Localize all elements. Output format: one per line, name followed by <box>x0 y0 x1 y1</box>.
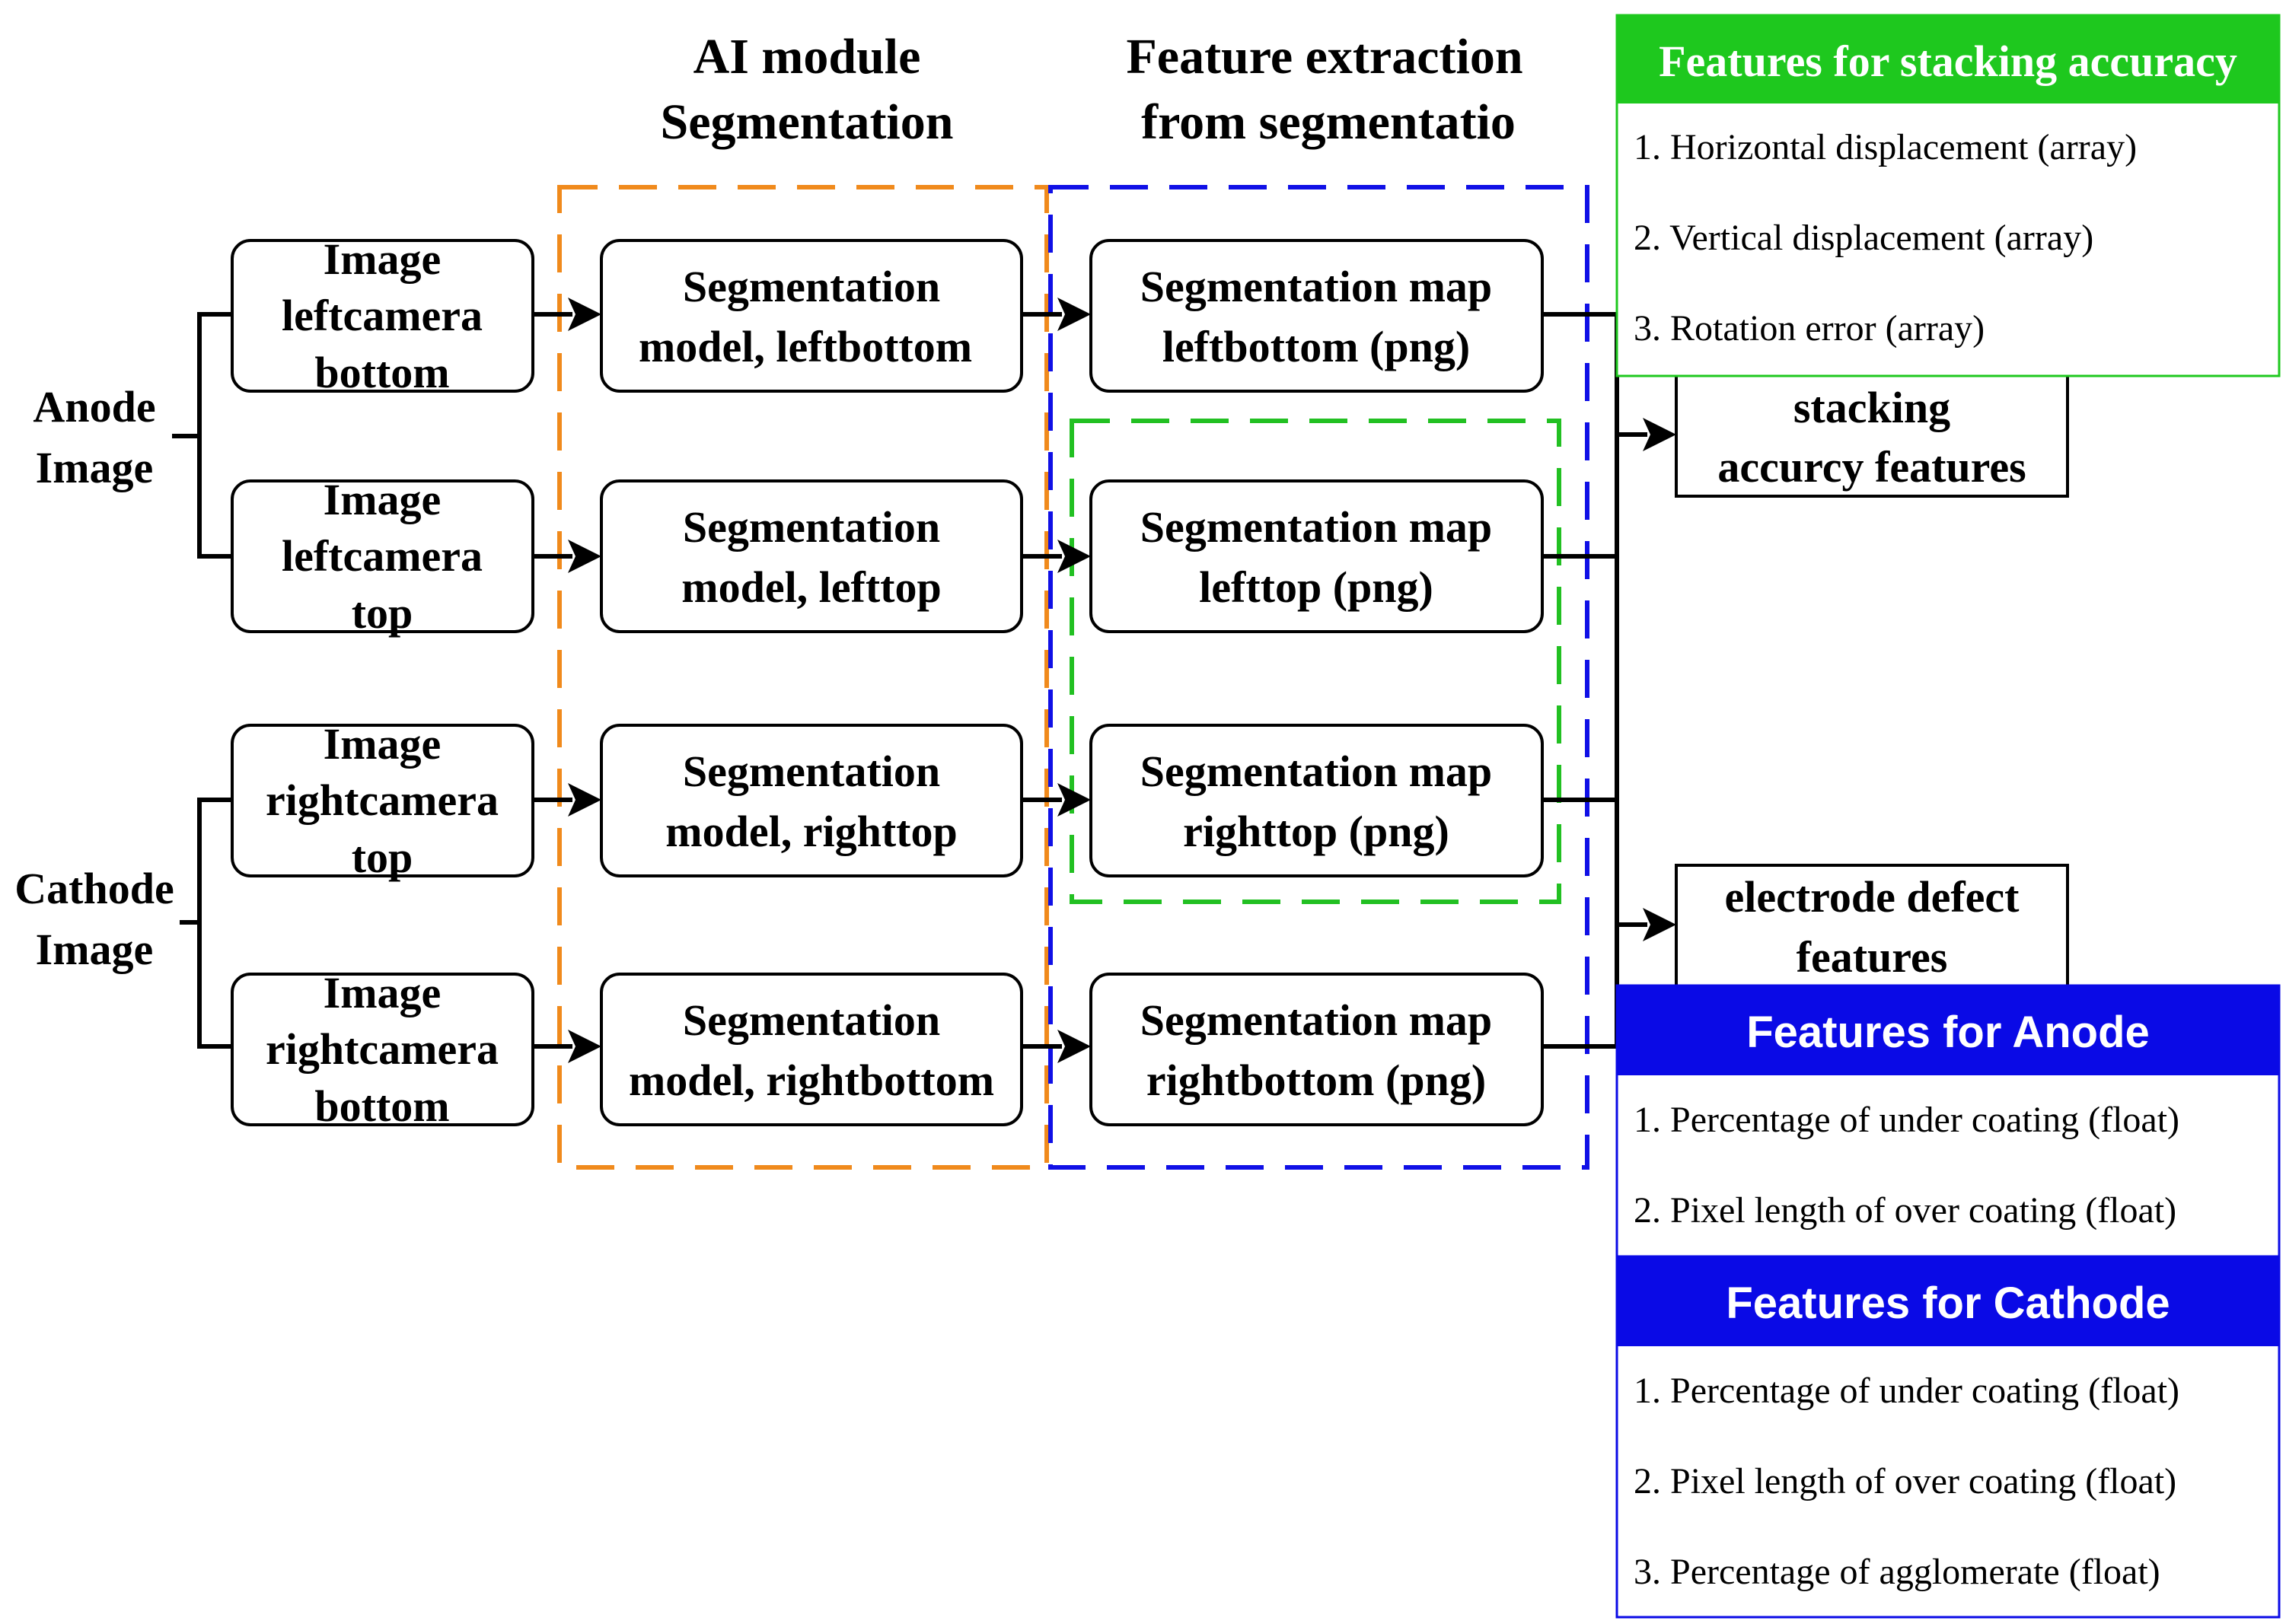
model-box-righttop: Segmentation model, righttop <box>600 724 1023 877</box>
input-box-line1: Image <box>324 234 442 284</box>
anode-table-item: 1. Percentage of under coating (float) <box>1634 1100 2179 1140</box>
cathode-image-label-line1: Cathode <box>14 864 174 913</box>
model-box-line2: model, righttop <box>665 807 957 856</box>
input-box-rightcamera-top: Image rightcamera top <box>231 719 534 882</box>
map-box-line1: Segmentation map <box>1140 502 1492 552</box>
input-box-line3: top <box>352 588 413 638</box>
input-box-line3: bottom <box>314 1081 449 1131</box>
map-box-leftbottom: Segmentation map leftbottom (png) <box>1089 239 1544 393</box>
model-box-rightbottom: Segmentation model, rightbottom <box>600 973 1023 1126</box>
model-box-line1: Segmentation <box>683 747 940 796</box>
input-box-line1: Image <box>324 475 442 524</box>
defect-features-line1: electrode defect <box>1725 872 2020 922</box>
arrow-to-outputs <box>1617 418 1676 941</box>
model-box-line1: Segmentation <box>683 995 940 1045</box>
feature-extraction-title-line1: Feature extraction <box>1126 29 1522 84</box>
cathode-image-label-line2: Image <box>36 925 154 974</box>
cathode-table-item: 1. Percentage of under coating (float) <box>1634 1371 2179 1411</box>
input-box-line2: leftcamera <box>282 531 483 581</box>
feature-extraction-title-line2: from segmentatio <box>1141 94 1516 150</box>
stacking-table-item: 1. Horizontal displacement (array) <box>1634 127 2137 167</box>
model-box-line2: model, leftbottom <box>639 322 972 371</box>
cathode-bracket <box>197 798 232 1049</box>
stacking-accuracy-features-box: stacking accurcy features <box>1675 362 2069 498</box>
anode-features-table: Features for Anode 1. Percentage of unde… <box>1615 984 2281 1258</box>
input-box-line3: top <box>352 833 413 882</box>
map-box-line2: leftbottom (png) <box>1162 322 1470 371</box>
map-box-line2: rightbottom (png) <box>1146 1056 1486 1105</box>
anode-table-title: Features for Anode <box>1746 1008 2150 1057</box>
anode-table-item: 2. Pixel length of over coating (float) <box>1634 1190 2176 1231</box>
map-box-righttop: Segmentation map righttop (png) <box>1089 724 1544 877</box>
map-box-line1: Segmentation map <box>1140 262 1492 311</box>
map-box-line1: Segmentation map <box>1140 747 1492 796</box>
cathode-table-title: Features for Cathode <box>1726 1279 2170 1328</box>
input-box-rightcamera-bottom: Image rightcamera bottom <box>231 968 534 1131</box>
map-box-line2: lefttop (png) <box>1199 562 1433 612</box>
map-box-line2: righttop (png) <box>1183 807 1449 856</box>
model-box-line2: model, rightbottom <box>629 1056 994 1105</box>
model-box-lefttop: Segmentation model, lefttop <box>600 479 1023 633</box>
defect-features-line2: features <box>1797 932 1948 982</box>
arrow-input-to-model <box>533 298 601 1063</box>
map-output-connectors <box>1542 312 1619 1049</box>
anode-image-label-line2: Image <box>36 443 154 492</box>
map-box-line1: Segmentation map <box>1140 995 1492 1045</box>
stacking-features-line1: stacking <box>1793 383 1950 432</box>
stacking-table-item: 3. Rotation error (array) <box>1634 308 1985 349</box>
model-box-leftbottom: Segmentation model, leftbottom <box>600 239 1023 393</box>
ai-module-title-line2: Segmentation <box>661 94 954 150</box>
ai-module-group-outline <box>557 185 1049 1170</box>
input-box-line1: Image <box>324 719 442 769</box>
feature-extraction-group-outline <box>1048 185 1589 1170</box>
ai-module-title-line1: AI module <box>693 29 921 84</box>
stacking-accuracy-table: Features for stacking accuracy 1. Horizo… <box>1615 14 2281 377</box>
stacking-features-line2: accurcy features <box>1717 442 2026 492</box>
input-box-line1: Image <box>324 968 442 1017</box>
map-box-lefttop: Segmentation map lefttop (png) <box>1089 479 1544 633</box>
arrow-model-to-map <box>1022 298 1091 1063</box>
input-box-line2: leftcamera <box>282 291 483 340</box>
stacking-table-item: 2. Vertical displacement (array) <box>1634 218 2093 258</box>
stacking-table-title: Features for stacking accuracy <box>1659 37 2237 86</box>
electrode-defect-features-box: electrode defect features <box>1675 864 2069 999</box>
input-box-leftcamera-top: Image leftcamera top <box>231 475 534 638</box>
cathode-table-item: 3. Percentage of agglomerate (float) <box>1634 1552 2160 1592</box>
model-box-line1: Segmentation <box>683 262 940 311</box>
stacking-maps-group-outline <box>1070 419 1561 904</box>
anode-image-label-line1: Anode <box>33 382 155 431</box>
model-box-line1: Segmentation <box>683 502 940 552</box>
anode-bracket <box>197 312 232 559</box>
cathode-table-item: 2. Pixel length of over coating (float) <box>1634 1461 2176 1501</box>
cathode-features-table: Features for Cathode 1. Percentage of un… <box>1615 1255 2281 1619</box>
input-box-line2: rightcamera <box>266 775 499 825</box>
map-box-rightbottom: Segmentation map rightbottom (png) <box>1089 973 1544 1126</box>
input-box-line2: rightcamera <box>266 1024 499 1074</box>
model-box-line2: model, lefttop <box>681 562 942 612</box>
input-box-leftcamera-bottom: Image leftcamera bottom <box>231 234 534 397</box>
input-box-line3: bottom <box>314 348 449 397</box>
